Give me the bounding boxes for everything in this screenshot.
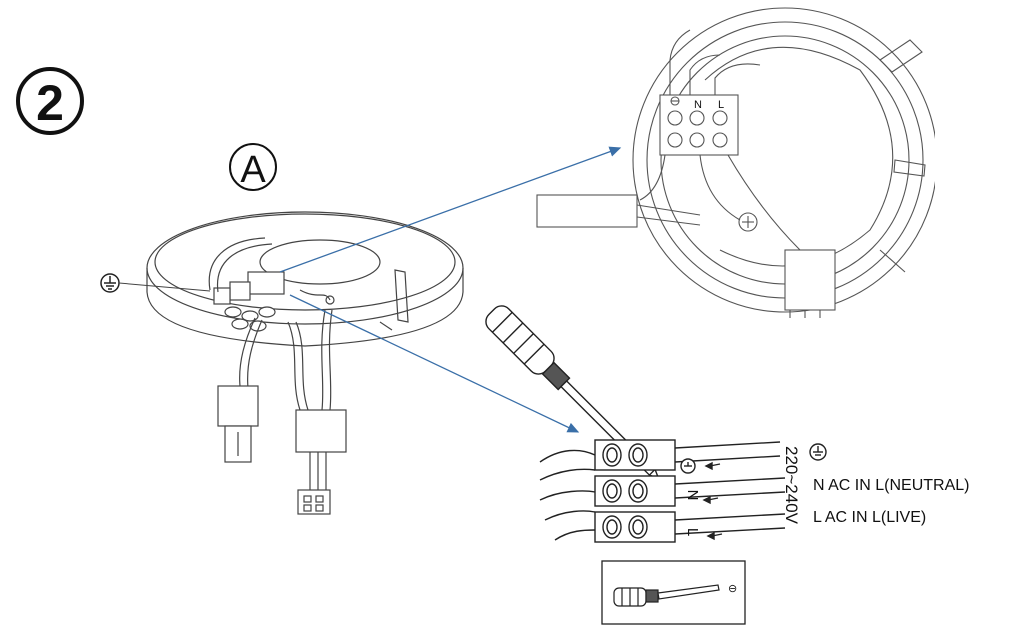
step-number: 2 xyxy=(36,75,64,131)
inset-label-n: N xyxy=(694,99,702,111)
inset-label-l: L xyxy=(718,99,724,111)
arrow-to-terminal xyxy=(289,294,580,433)
terminal-block xyxy=(539,439,827,543)
block-label-l: L xyxy=(684,528,701,536)
zoom-inset xyxy=(536,7,935,318)
block-label-n: N xyxy=(684,490,701,501)
voltage-label: 220~240V xyxy=(782,446,801,525)
tool-mark: ⊖ xyxy=(728,583,737,595)
base-plate xyxy=(146,211,464,515)
arrow-to-inset xyxy=(279,146,622,273)
part-label: A xyxy=(229,143,277,191)
ground-symbol xyxy=(100,273,211,293)
live-label: L AC IN L(LIVE) xyxy=(813,509,926,526)
tool-box: ⊖ xyxy=(601,560,746,625)
part-letter: A xyxy=(240,149,266,191)
neutral-label: N AC IN L(NEUTRAL) xyxy=(813,477,969,494)
step-badge: 2 xyxy=(16,67,84,135)
